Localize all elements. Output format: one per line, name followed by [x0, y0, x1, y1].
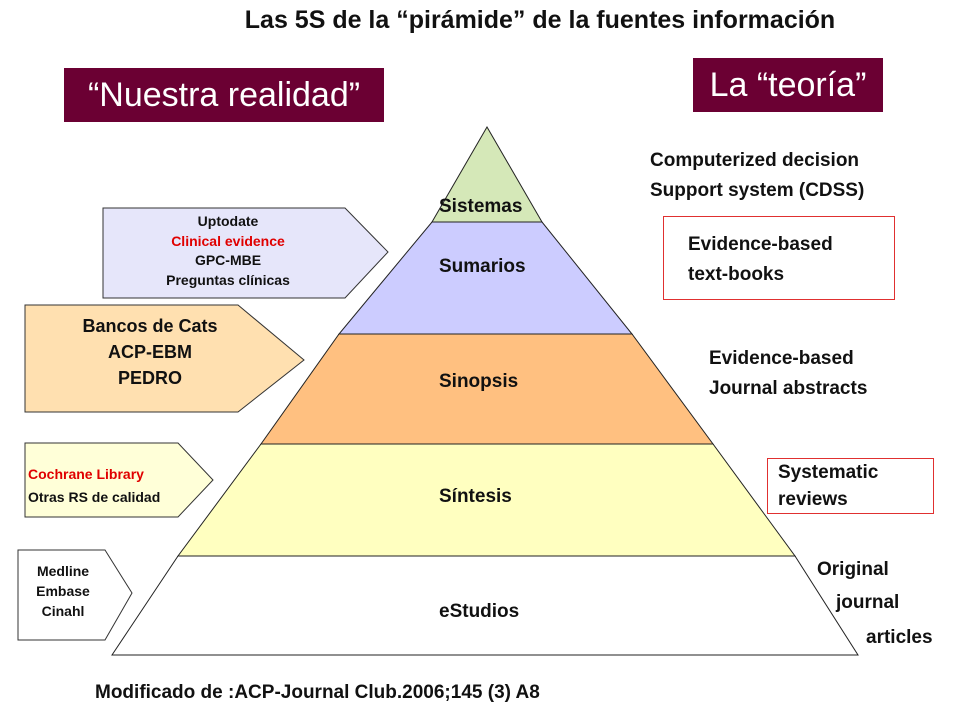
callout-sinopsis-item: PEDRO [117, 368, 182, 388]
right-box-sr: Systematic reviews [767, 458, 934, 514]
page-title: Las 5S de la “pirámide” de la fuentes in… [244, 6, 836, 34]
layer-label-sistemas: Sistemas [439, 196, 523, 217]
right-label-sr-line1: Systematic [778, 462, 879, 483]
layer-label-sintesis: Síntesis [439, 486, 512, 507]
callout-sintesis-item: Otras RS de calidad [28, 489, 161, 505]
callout-sinopsis-item: Bancos de Cats [82, 316, 218, 336]
right-label-ebtb-line2: text-books [688, 264, 785, 285]
layer-estudios-shape [111, 555, 859, 656]
callout-sinopsis: Bancos de Cats ACP-EBM PEDRO [25, 313, 275, 391]
right-label-cdss-line1: Computerized decision [650, 150, 860, 171]
tag-nuestra-realidad: “Nuestra realidad” [64, 68, 384, 122]
right-label-oja-line2: journal [836, 592, 900, 613]
right-label-cdss: Computerized decision Support system (CD… [650, 146, 864, 206]
callout-sinopsis-item: ACP-EBM [108, 342, 192, 362]
callout-estudios-item: Embase [36, 583, 90, 599]
callout-sumarios-item: Preguntas clínicas [166, 271, 290, 288]
right-label-oja-line1: Original [817, 559, 889, 580]
callout-estudios-shape [17, 549, 133, 641]
right-label-sr-line2: reviews [778, 489, 848, 510]
callout-sintesis-shape [24, 442, 214, 518]
right-label-eja-line1: Evidence-based [709, 348, 854, 369]
right-label-eja: Evidence-based Journal abstracts [709, 344, 867, 404]
layer-label-sumarios: Sumarios [439, 256, 526, 277]
layer-label-sinopsis: Sinopsis [439, 371, 519, 392]
callout-sintesis-item: Cochrane Library [28, 466, 144, 482]
callout-estudios: Medline Embase Cinahl [18, 561, 108, 621]
layer-sumarios-shape [337, 221, 634, 335]
callout-sumarios: Uptodate Clinical evidence GPC-MBE Pregu… [103, 212, 353, 290]
layer-label-estudios: eStudios [439, 601, 520, 622]
right-box-ebtb: Evidence-based text-books [663, 216, 895, 300]
callout-sumarios-item: Uptodate [197, 213, 259, 229]
callout-sinopsis-shape [24, 304, 305, 413]
callout-sintesis: Cochrane Library Otras RS de calidad [28, 463, 218, 509]
callout-sumarios-item: GPC-MBE [194, 252, 262, 268]
source-footnote: Modificado de :ACP-Journal Club.2006;145… [95, 682, 540, 703]
right-label-ebtb-line1: Evidence-based [688, 234, 833, 255]
callout-estudios-item: Cinahl [41, 603, 85, 619]
tag-la-teoria: La “teoría” [693, 58, 883, 112]
callout-sumarios-item: Clinical evidence [171, 232, 285, 249]
right-label-eja-line2: Journal abstracts [709, 378, 868, 399]
callout-sumarios-shape [102, 207, 389, 299]
right-label-cdss-line2: Support system (CDSS) [650, 180, 865, 201]
callout-estudios-item: Medline [36, 563, 90, 579]
right-label-oja-line3: articles [866, 627, 933, 648]
